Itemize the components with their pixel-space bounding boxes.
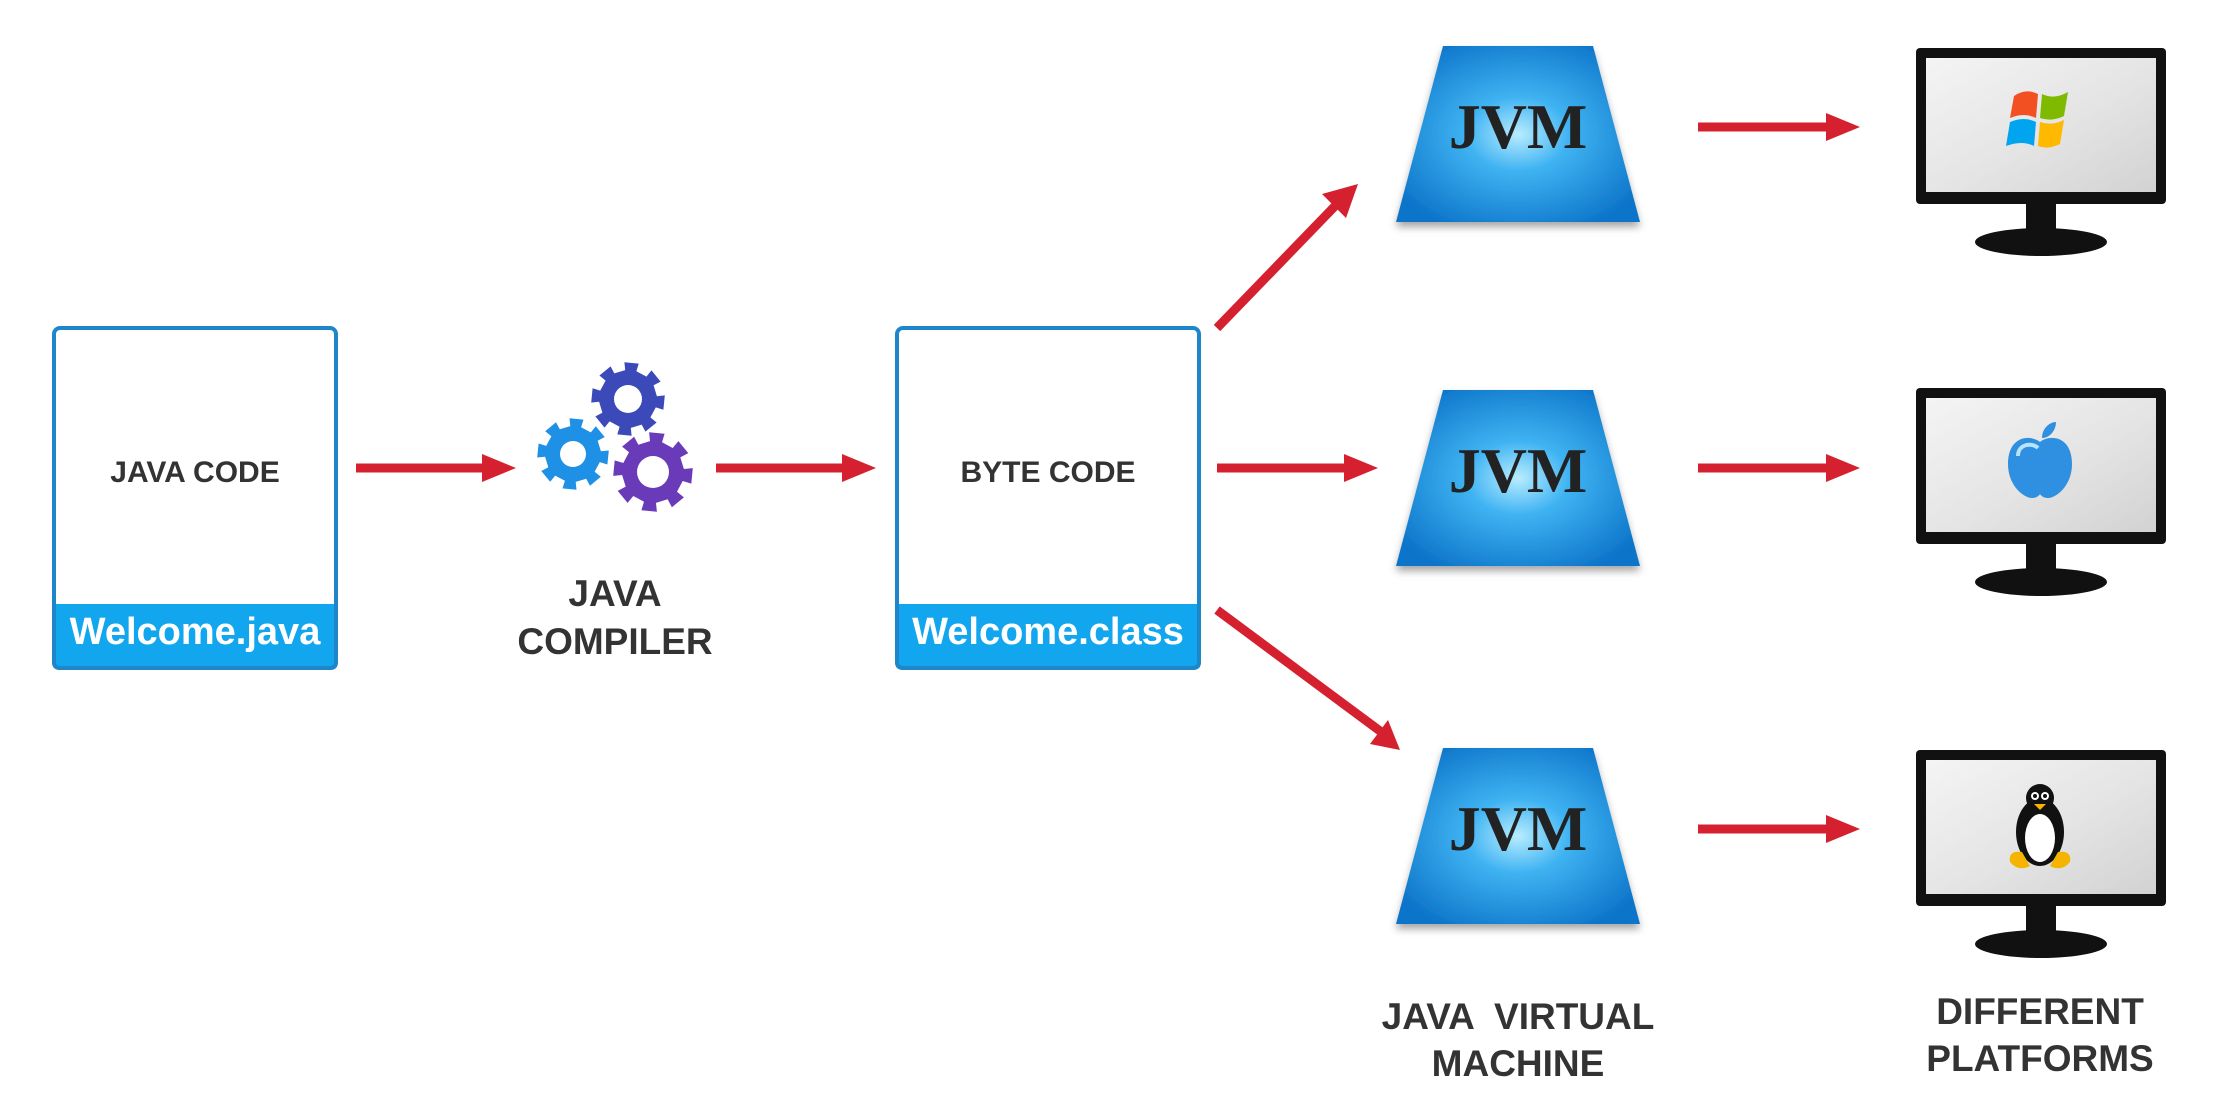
compiler-caption-line1: JAVA bbox=[568, 573, 661, 614]
monitor-base bbox=[1975, 568, 2107, 596]
monitor-base bbox=[1975, 930, 2107, 958]
arrow-bytecode-to-jvm-1 bbox=[1213, 184, 1358, 332]
gear-3-hole bbox=[637, 456, 669, 488]
arrow-jvm-3-to-platform bbox=[1698, 815, 1860, 843]
gear-2-hole bbox=[560, 441, 586, 467]
byte-code-box: BYTE CODE Welcome.class bbox=[895, 326, 1201, 670]
monitor-base bbox=[1975, 228, 2107, 256]
arrow-bytecode-to-jvm-3 bbox=[1214, 606, 1400, 750]
jvm-3-label: JVM bbox=[1449, 793, 1588, 864]
jvm-caption-line1: JAVA VIRTUAL bbox=[1382, 996, 1655, 1037]
arrow-jvm-2-to-platform bbox=[1698, 454, 1860, 482]
windows-logo-icon bbox=[2006, 91, 2068, 148]
apple-logo-icon bbox=[2008, 422, 2072, 498]
byte-code-label: BYTE CODE bbox=[960, 456, 1135, 489]
arrow-bytecode-to-jvm-2 bbox=[1217, 454, 1378, 482]
java-code-label: JAVA CODE bbox=[110, 456, 279, 489]
arrow-jvm-1-to-platform bbox=[1698, 113, 1860, 141]
class-file-name: Welcome.class bbox=[912, 611, 1184, 653]
java-code-box: JAVA CODE Welcome.java bbox=[52, 326, 338, 670]
jvm-1-label: JVM bbox=[1449, 91, 1588, 162]
platforms-caption-line2: PLATFORMS bbox=[1926, 1038, 2153, 1079]
jvm-2: JVM bbox=[1396, 390, 1640, 566]
arrow-compiler-to-bytecode bbox=[716, 454, 876, 482]
monitor-windows bbox=[1916, 48, 2166, 256]
gear-1-hole bbox=[614, 385, 642, 413]
jvm-1: JVM bbox=[1396, 46, 1640, 222]
compiler-caption-line2: COMPILER bbox=[517, 621, 712, 662]
platforms-caption-line1: DIFFERENT bbox=[1936, 991, 2144, 1032]
jvm-3: JVM bbox=[1396, 748, 1640, 924]
linux-tux-icon bbox=[2009, 784, 2071, 869]
gears-icon bbox=[537, 362, 693, 512]
jvm-caption-line2: MACHINE bbox=[1432, 1043, 1605, 1084]
jvm-2-label: JVM bbox=[1449, 435, 1588, 506]
arrow-source-to-compiler bbox=[356, 454, 516, 482]
java-file-name: Welcome.java bbox=[70, 611, 322, 653]
